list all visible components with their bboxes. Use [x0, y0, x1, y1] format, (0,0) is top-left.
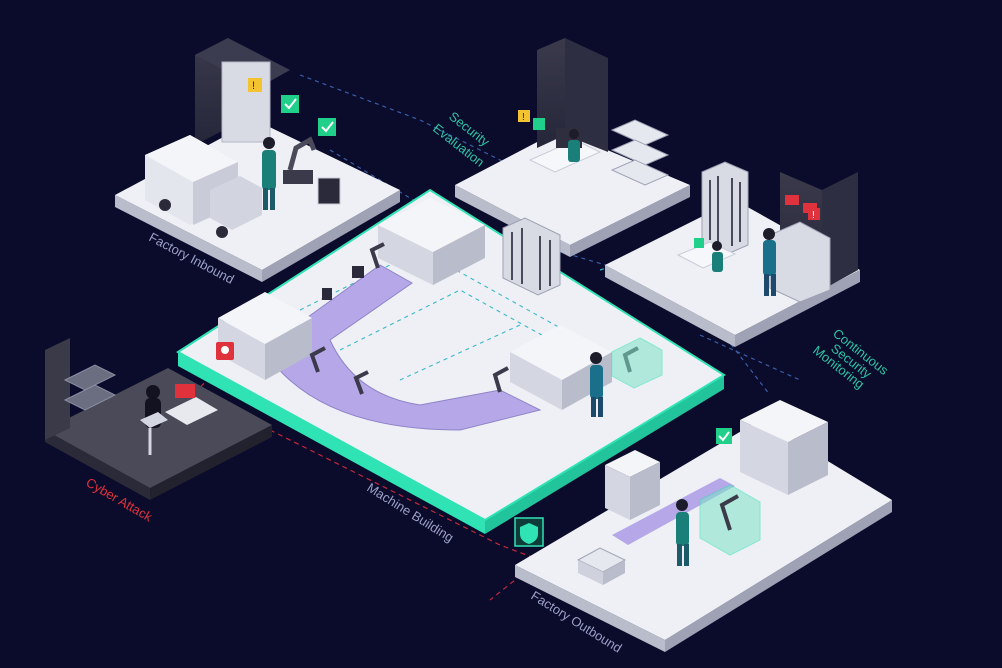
- warning-icon: [248, 78, 262, 92]
- svg-text:!: !: [252, 80, 255, 92]
- warning-icon: !: [518, 110, 530, 123]
- svg-text:!: !: [812, 210, 815, 221]
- evaluation-floor: [455, 130, 690, 245]
- attacker-wall: [45, 338, 70, 440]
- machine-floor: [178, 190, 724, 520]
- robot-arm: [719, 494, 739, 531]
- check-icon: [281, 95, 299, 113]
- alert-icon: !: [808, 208, 820, 221]
- check-icon: [318, 118, 336, 136]
- machine-block: [605, 450, 660, 520]
- server-rack: [701, 161, 749, 256]
- robot-enclosure: [699, 484, 761, 556]
- alert-screen: [785, 195, 799, 205]
- conveyor-belt: [274, 264, 542, 431]
- skull-icon: [216, 342, 234, 360]
- machine-floor-glow: [178, 352, 485, 534]
- shelf-unit: [63, 364, 117, 411]
- analyst: [568, 140, 580, 162]
- zone-factory-outbound: [514, 400, 892, 652]
- inbound-floor-side: [115, 195, 262, 282]
- robot-arm: [287, 136, 317, 171]
- analyst: [712, 252, 723, 272]
- sensor: [322, 288, 332, 300]
- conveyor-belt: [612, 478, 735, 545]
- shelf-unit: [610, 119, 670, 186]
- machine-block: [378, 198, 485, 285]
- worker: [262, 150, 276, 190]
- monitoring-floor: [605, 200, 860, 335]
- check-icon: [533, 118, 545, 130]
- terminal: [317, 177, 341, 205]
- zone-factory-inbound: !: [115, 38, 400, 282]
- robot-enclosure: [611, 337, 663, 389]
- shield-icon: [514, 517, 544, 547]
- sensor: [352, 266, 364, 278]
- attacker-screen: [175, 384, 195, 398]
- worker: [590, 365, 603, 399]
- control-console: [769, 221, 831, 303]
- inbound-floor-side-right: [262, 190, 400, 282]
- zone-continuous-monitoring: !: [605, 161, 860, 347]
- worker: [676, 512, 689, 546]
- machine-block: [218, 292, 312, 380]
- machine-block: [740, 400, 828, 495]
- zone-cyber-attack: [45, 338, 272, 500]
- zone-security-evaluation: !: [455, 38, 690, 257]
- svg-text:!: !: [522, 112, 525, 123]
- attacker-floor: [45, 368, 272, 488]
- server-rack: [502, 217, 561, 296]
- check-icon: [716, 428, 732, 444]
- electrical-cabinet: [221, 61, 271, 143]
- operator: [763, 240, 776, 276]
- box: [576, 547, 627, 585]
- zone-machine-building: [176, 188, 726, 534]
